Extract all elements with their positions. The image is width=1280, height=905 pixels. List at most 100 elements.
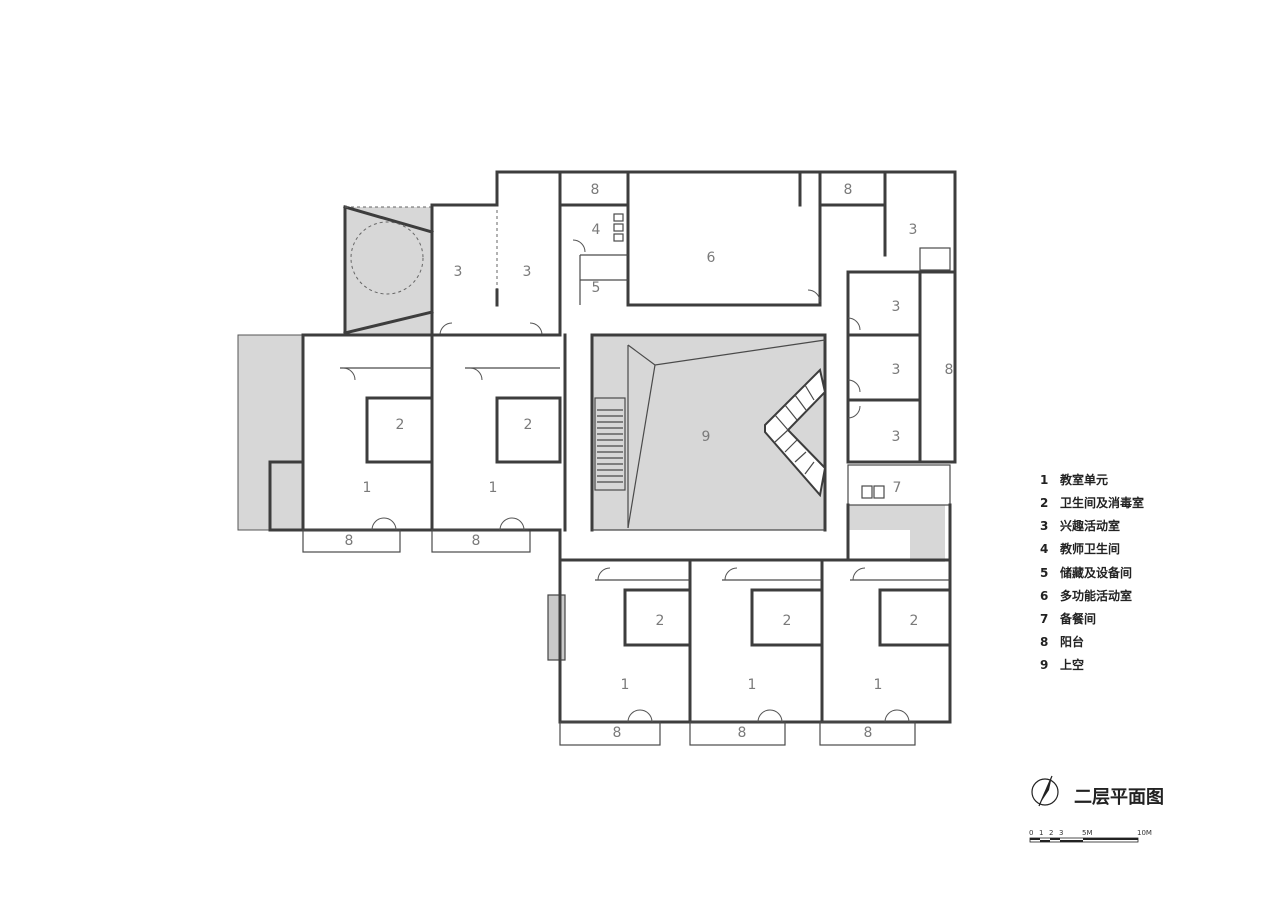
scale-segment (1050, 838, 1060, 840)
wall (343, 205, 434, 234)
room-label: 1 (621, 677, 630, 693)
balcony-outline (559, 721, 661, 746)
top-row-rooms (558, 170, 957, 464)
room-label: 2 (783, 613, 792, 629)
left-wing (268, 333, 567, 553)
door-arc (342, 367, 356, 381)
gray-strip (848, 505, 945, 530)
legend-number: 8 (1040, 635, 1048, 649)
room-label: 5 (592, 280, 601, 296)
legend-number: 3 (1040, 519, 1048, 533)
room-label: 6 (707, 250, 716, 266)
room-label: 8 (591, 182, 600, 198)
north-arrow-icon (1031, 775, 1059, 807)
toilet-room-wall (750, 588, 824, 647)
scale-tick-label: 10M (1137, 829, 1152, 837)
stair-left (594, 397, 626, 491)
door-arc (724, 567, 738, 581)
scale-tick-label: 3 (1059, 829, 1063, 837)
shaft (919, 247, 951, 271)
top-left-rooms (430, 170, 562, 337)
door-arc (847, 379, 861, 393)
door-arc (852, 567, 866, 581)
scale-tick-label: 2 (1049, 829, 1053, 837)
legend-name: 教师卫生间 (1059, 541, 1120, 556)
balcony-outline (819, 721, 916, 746)
balcony-outline (302, 529, 401, 553)
bottom-wing (558, 503, 952, 746)
legend-number: 1 (1040, 473, 1048, 487)
room-label: 1 (748, 677, 757, 693)
toilet-room-wall (878, 588, 952, 647)
scale-tick-label: 1 (1039, 829, 1043, 837)
legend-number: 9 (1040, 658, 1048, 672)
room-label: 3 (909, 222, 918, 238)
door-arc (499, 517, 525, 531)
legend-name: 备餐间 (1059, 611, 1096, 626)
legend-number: 5 (1040, 566, 1048, 580)
room-label: 8 (864, 725, 873, 741)
north-arrow-circle (1031, 778, 1059, 806)
wall (268, 460, 305, 532)
room-label: 8 (738, 725, 747, 741)
room-label: 1 (874, 677, 883, 693)
scale-bar: 0 1 2 3 5M 10M (1029, 829, 1152, 843)
room-label: 3 (892, 299, 901, 315)
pantry-outline (847, 464, 951, 506)
door-arc (469, 367, 483, 381)
room-label: 1 (363, 480, 372, 496)
toilet-room-wall (495, 396, 562, 464)
room-label: 3 (892, 429, 901, 445)
balcony-outline (431, 529, 531, 553)
legend-number: 2 (1040, 496, 1048, 510)
scale-segment (1040, 840, 1050, 842)
scale-tick-label: 0 (1029, 829, 1033, 837)
stair-right (764, 368, 827, 498)
door-arc (597, 567, 611, 581)
room-label: 2 (396, 417, 405, 433)
toilet-icon (613, 233, 624, 242)
door-arc (847, 317, 861, 331)
room-label: 7 (893, 480, 902, 496)
stair-treads (597, 409, 623, 483)
room-label: 8 (613, 725, 622, 741)
roof-terrace (343, 205, 434, 337)
circle-outline (350, 221, 424, 295)
bay-window (547, 594, 566, 661)
scale-segment (1060, 840, 1083, 842)
room-label: 9 (702, 429, 711, 445)
scale-segment (1030, 838, 1040, 840)
balcony-outline (689, 721, 786, 746)
legend-name: 卫生间及消毒室 (1060, 495, 1144, 510)
toilet-room-wall (623, 588, 692, 647)
door-arc (847, 405, 861, 419)
room-label: 2 (656, 613, 665, 629)
equipment-icon (873, 485, 885, 499)
legend: 1 教室单元 2 卫生间及消毒室 3 兴趣活动室 4 教师卫生间 5 储藏及设备… (1040, 472, 1144, 672)
legend-name: 阳台 (1060, 634, 1084, 649)
door-arc (807, 289, 821, 303)
void-line (627, 364, 656, 529)
room-label: 3 (892, 362, 901, 378)
room-label: 2 (910, 613, 919, 629)
gray-corner (910, 530, 945, 562)
stair-treads (774, 384, 815, 475)
toilet-room-wall (365, 396, 434, 464)
north-arrow-line (1038, 775, 1053, 807)
room-labels: 8 4 5 6 8 3 3 3 3 3 3 8 9 2 2 1 1 8 8 7 … (345, 182, 954, 741)
legend-name: 多功能活动室 (1060, 588, 1132, 603)
toilet-icon (613, 213, 624, 222)
legend-name: 兴趣活动室 (1060, 518, 1120, 533)
scale-tick-label: 5M (1082, 829, 1093, 837)
room-label: 8 (472, 533, 481, 549)
north-arrow-head (1041, 776, 1052, 802)
drawing-title: 二层平面图 (1074, 787, 1164, 808)
door-arc (439, 322, 453, 336)
room-label: 8 (945, 362, 954, 378)
legend-number: 7 (1040, 612, 1048, 626)
toilet-icon (613, 223, 624, 232)
room-label: 3 (454, 264, 463, 280)
equipment-icon (861, 485, 873, 499)
door-arc (884, 709, 910, 723)
